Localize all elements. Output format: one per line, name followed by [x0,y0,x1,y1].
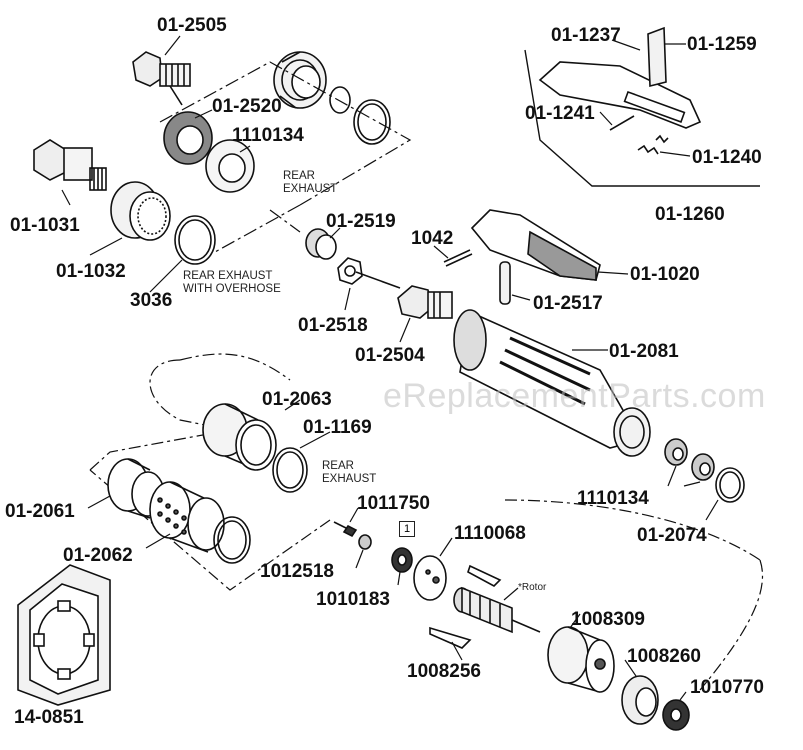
bearing-1010183 [391,547,413,573]
label-1110068: 1110068 [454,523,526,544]
label-1011750: 1011750 [357,493,430,514]
label-3036: 3036 [130,290,173,311]
oring-small [329,86,351,114]
label-1042: 1042 [411,228,454,249]
sleeve-01-2063 [202,403,277,471]
note-rear-exhaust-mid: REAR EXHAUST [322,460,376,486]
label-1008256: 1008256 [407,661,481,682]
ring-01-1169 [272,447,308,493]
valve-01-2519 [305,228,337,260]
label-01-1020: 01-1020 [630,264,700,285]
foam-pad-14-0851 [17,564,111,706]
regulator-01-2504 [397,285,453,319]
label-01-1259: 01-1259 [687,34,757,55]
label-1110134-right: 1110134 [577,488,649,509]
label-01-2081: 01-2081 [609,341,679,362]
note-rear-exhaust-mid-line1: REAR [322,460,354,472]
label-1110134-top: 1110134 [232,125,304,146]
kit-number-box: 1 [399,521,415,537]
perforated-sleeve-01-2062 [149,481,225,553]
label-1010770: 1010770 [690,677,764,698]
ring-top-right [353,99,391,145]
label-01-2063: 01-2063 [262,389,332,410]
label-1008309: 1008309 [571,609,645,630]
label-01-2518: 01-2518 [298,315,368,336]
leader-lines [61,35,719,701]
washer-1110134-top [205,139,255,193]
note-rear-exhaust-overhose: REAR EXHAUST WITH OVERHOSE [183,270,281,296]
label-1012518: 1012518 [260,561,334,582]
assembly-lines-top [159,61,412,253]
washers-1110134-right [664,438,715,481]
label-1008260: 1008260 [627,646,701,667]
cylinder-1008309 [547,626,615,693]
note-rear-exhaust-top: REAR EXHAUST [283,170,337,196]
motor-housing-01-2081 [453,309,651,457]
note-rear-exhaust-top-line2: EXHAUST [283,183,338,196]
muffler-01-2520 [273,51,327,109]
note-rear-exhaust-mid-line2: EXHAUST [322,473,377,486]
label-01-2074: 01-2074 [637,525,707,546]
label-01-1240: 01-1240 [692,147,762,168]
note-rotor: *Rotor [518,582,547,593]
inlet-bushing-01-1031 [33,139,107,191]
label-01-1260: 01-1260 [655,204,725,225]
sleeve-01-2061 [107,458,165,519]
pin-01-1241 [609,115,635,131]
label-01-2517: 01-2517 [533,293,603,314]
assembly-lines-lower [504,499,764,691]
latch-01-1259 [647,26,667,88]
rotor [453,586,541,634]
label-01-2505: 01-2505 [157,15,227,36]
spring-01-1240 [637,134,669,155]
label-01-2504: 01-2504 [355,345,425,366]
note-overhose-line2: WITH OVERHOSE [183,283,281,296]
label-14-0851: 14-0851 [14,707,84,728]
vane-1008256 [429,626,472,649]
label-01-1031: 01-1031 [10,215,80,236]
housing-01-1032 [110,181,171,241]
label-01-2520: 01-2520 [212,96,282,117]
watermark: eReplacementParts.com [383,377,766,415]
label-01-2062: 01-2062 [63,545,133,566]
ring-3036 [174,215,216,265]
ring-01-2074 [715,467,745,503]
pin-1042 [443,249,473,267]
screw-1011750 [333,521,358,538]
bracket-01-1260 [524,49,760,187]
label-01-1032: 01-1032 [56,261,126,282]
washer-1012518 [358,534,372,550]
note-rear-exhaust-top-line1: REAR [283,170,315,182]
vane-upper [467,564,502,587]
assembly-lines-mid [89,353,331,591]
washer-01-2520 [163,111,213,165]
end-plate-1008260 [621,675,659,725]
end-plate-1110068 [413,555,447,601]
lever-01-1237 [538,61,702,129]
label-01-1169: 01-1169 [303,417,372,438]
label-01-1241: 01-1241 [525,103,595,124]
note-overhose-line1: REAR EXHAUST [183,270,273,282]
pin-01-2517 [499,261,511,305]
valve-stem-01-2518 [337,257,401,289]
label-1010183: 1010183 [316,589,390,610]
label-01-2061: 01-2061 [5,501,75,522]
throttle-lever-01-1020 [470,209,601,281]
air-inlet-fitting-01-2505 [132,51,191,106]
ring-lower-left [213,516,251,564]
label-01-1237: 01-1237 [551,25,621,46]
label-01-2519: 01-2519 [326,211,396,232]
bearing-1010770 [662,699,690,731]
